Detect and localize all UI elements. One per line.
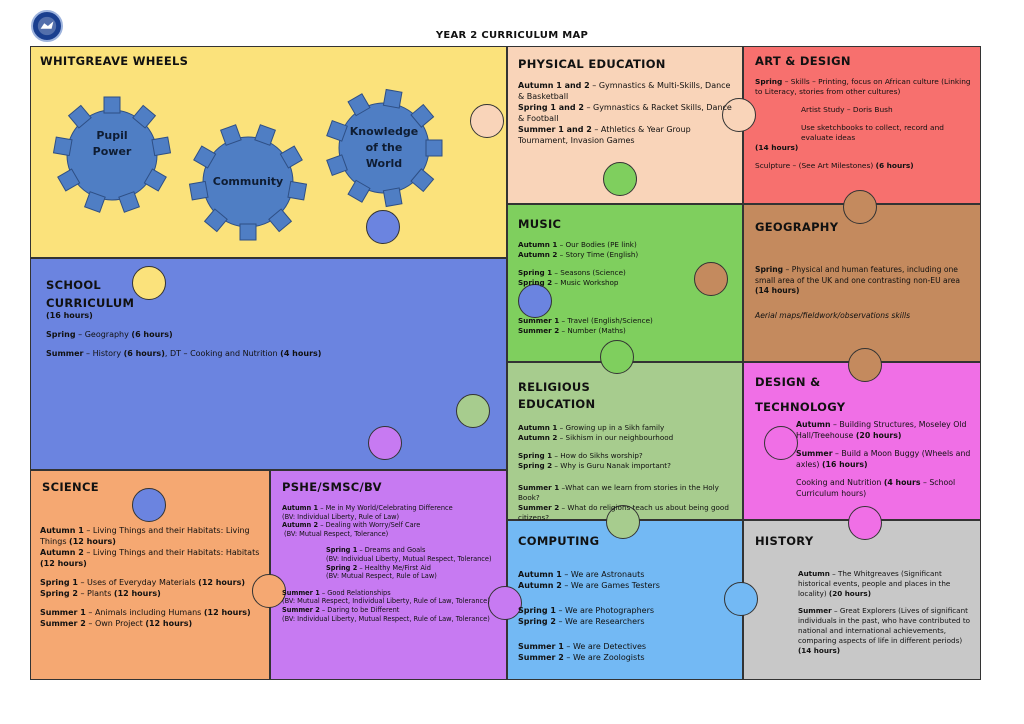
pshe-panel — [270, 470, 507, 680]
puzzle-knob — [724, 582, 758, 616]
science-title: SCIENCE — [42, 480, 99, 494]
pe-title: PHYSICAL EDUCATION — [518, 57, 666, 71]
art-text: Spring – Skills – Printing, focus on Afr… — [755, 77, 971, 170]
puzzle-knob — [694, 262, 728, 296]
pshe-title: PSHE/SMSC/BV — [282, 480, 382, 494]
geography-panel — [743, 204, 981, 362]
puzzle-knob — [603, 162, 637, 196]
pe-line: Summer 1 and 2 – Athletics & Year Group … — [518, 125, 691, 145]
puzzle-knob — [848, 348, 882, 382]
history-text: Autumn – The Whitgreaves (Significant hi… — [798, 569, 971, 655]
dt-text: Autumn – Building Structures, Moseley Ol… — [796, 420, 971, 498]
puzzle-knob — [848, 506, 882, 540]
puzzle-knob — [368, 426, 402, 460]
re-panel — [507, 362, 743, 520]
computing-title: COMPUTING — [518, 534, 600, 548]
puzzle-knob — [132, 488, 166, 522]
school-text: (16 hours) Spring – Geography (6 hours) … — [46, 311, 322, 358]
puzzle-knob — [518, 284, 552, 318]
whitgreave-title: WHITGREAVE WHEELS — [40, 54, 189, 68]
re-text: Autumn 1 – Growing up in a Sikh family A… — [518, 423, 729, 522]
puzzle-knob — [252, 574, 286, 608]
page-title: YEAR 2 CURRICULUM MAP — [435, 30, 589, 41]
gear-icon — [52, 96, 172, 213]
puzzle-knob — [722, 98, 756, 132]
puzzle-knob — [470, 104, 504, 138]
puzzle-knob — [843, 190, 877, 224]
school-title: SCHOOL CURRICULUM — [46, 278, 135, 310]
puzzle-knob — [606, 505, 640, 539]
puzzle-knob — [132, 266, 166, 300]
puzzle-knob — [366, 210, 400, 244]
school-panel — [30, 258, 507, 470]
puzzle-knob — [600, 340, 634, 374]
re-title: RELIGIOUS EDUCATION — [518, 380, 596, 411]
music-text: Autumn 1 – Our Bodies (PE link) Autumn 2… — [518, 240, 653, 335]
puzzle-knob — [488, 586, 522, 620]
gear-icon — [326, 88, 443, 208]
dt-title: DESIGN & TECHNOLOGY — [755, 375, 846, 414]
pshe-text: Autumn 1 – Me in My World/Celebrating Di… — [282, 504, 492, 623]
gear-label-knowledge-of-the-world: Knowledge of the World — [349, 125, 419, 170]
gear-label-pupil-power: Pupil Power — [92, 129, 132, 158]
pe-line: Autumn 1 and 2 – Gymnastics & Multi-Skil… — [518, 81, 731, 101]
computing-text: Autumn 1 – We are Astronauts Autumn 2 – … — [518, 570, 660, 662]
gear-icon — [188, 124, 308, 241]
school-logo — [31, 10, 63, 42]
puzzle-knob — [764, 426, 798, 460]
pe-text: Autumn 1 and 2 – Gymnastics & Multi-Skil… — [518, 80, 736, 146]
art-title: ART & DESIGN — [755, 54, 851, 68]
gear-label-community: Community — [212, 175, 284, 188]
history-title: HISTORY — [755, 534, 814, 548]
crest-icon — [37, 16, 57, 36]
music-title: MUSIC — [518, 217, 562, 231]
geography-title: GEOGRAPHY — [755, 220, 839, 234]
pe-line: Spring 1 and 2 – Gymnastics & Racket Ski… — [518, 103, 732, 123]
puzzle-knob — [456, 394, 490, 428]
science-text: Autumn 1 – Living Things and their Habit… — [40, 526, 260, 628]
geography-text: Spring – Physical and human features, in… — [755, 265, 960, 320]
